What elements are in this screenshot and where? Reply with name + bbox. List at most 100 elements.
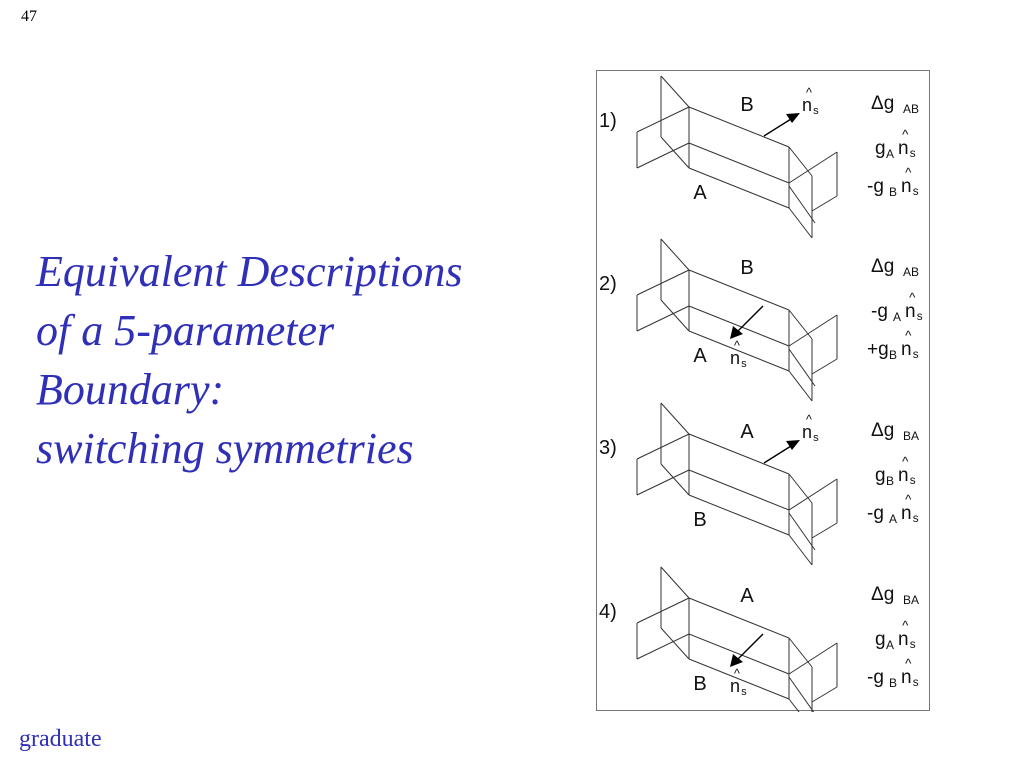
normal-label-letter: n — [730, 348, 740, 368]
boundary-edge-1 — [660, 75, 690, 108]
boundary-edge-8 — [688, 106, 790, 148]
eq2-normal-sub: s — [910, 474, 916, 487]
boundary-edge-13 — [788, 698, 800, 712]
normal-label-hat: ^ — [806, 86, 812, 100]
title-line-4: switching symmetries — [36, 424, 414, 473]
eq3-normal-sub: s — [913, 348, 919, 361]
boundary-edge-3 — [660, 627, 690, 660]
panel-number: 4) — [599, 601, 617, 623]
eq3-normal-letter: n — [901, 339, 912, 360]
normal-arrow-shaft — [736, 305, 764, 333]
normal-label-sub: s — [813, 105, 819, 117]
eq2-sub: B — [886, 474, 894, 488]
boundary-edge-17 — [811, 522, 838, 539]
eq2-sub: A — [886, 638, 894, 652]
eq3-sub: B — [889, 348, 897, 362]
footer-label: graduate — [19, 726, 102, 752]
eq3-normal-letter: n — [901, 503, 912, 524]
boundary-edge-9 — [688, 469, 790, 511]
boundary-edge-8 — [688, 269, 790, 311]
eq3-normal-sub: s — [913, 512, 919, 525]
panel-number: 1) — [599, 110, 617, 132]
eq2-normal-letter: n — [905, 301, 916, 322]
boundary-edge-9 — [688, 633, 790, 675]
eq3-prefix: +g — [867, 339, 889, 360]
boundary-edge-17 — [811, 358, 838, 375]
normal-label-sub: s — [741, 686, 747, 698]
normal-arrow-shaft — [763, 445, 792, 464]
grain-label-upper: B — [740, 257, 753, 279]
eq3-normal-hat: ^ — [905, 165, 912, 180]
eq3-normal-letter: n — [901, 667, 912, 688]
boundary-edge-7 — [636, 469, 690, 496]
eq3-normal-hat: ^ — [905, 492, 912, 507]
boundary-edge-15 — [788, 151, 838, 184]
title-line-2: of a 5-parameter — [36, 306, 335, 355]
grain-label-lower: A — [693, 345, 707, 367]
boundary-edge-10 — [688, 658, 790, 700]
normal-label-sub: s — [813, 432, 819, 444]
eq2-normal-hat: ^ — [902, 127, 909, 142]
boundary-edge-8 — [688, 597, 790, 639]
eq2-prefix: g — [875, 629, 886, 650]
boundary-edge-18 — [788, 348, 816, 387]
eq1-sub: BA — [903, 429, 919, 443]
boundary-edge-18 — [788, 512, 816, 551]
boundary-edge-12 — [788, 146, 813, 177]
eq3-normal-sub: s — [913, 676, 919, 689]
grain-label-upper: A — [740, 421, 754, 443]
boundary-edge-13 — [788, 534, 813, 566]
boundary-edge-18 — [788, 185, 816, 224]
eq1-sub: AB — [903, 102, 919, 116]
eq3-sub: A — [889, 512, 897, 526]
boundary-edge-3 — [660, 136, 690, 169]
boundary-edge-12 — [788, 309, 813, 340]
boundary-edge-5 — [636, 269, 690, 296]
boundary-edge-18 — [788, 676, 815, 712]
eq2-normal-sub: s — [910, 638, 916, 651]
normal-label-letter: n — [802, 422, 812, 442]
eq2-normal-letter: n — [898, 138, 909, 159]
eq2-normal-hat: ^ — [902, 618, 909, 633]
boundary-edge-3 — [660, 299, 690, 332]
title-line-3: Boundary: — [36, 365, 225, 414]
boundary-edge-1 — [660, 566, 690, 599]
eq2-normal-letter: n — [898, 465, 909, 486]
normal-arrow-shaft — [736, 633, 764, 661]
eq1-sub: AB — [903, 265, 919, 279]
normal-arrow-head — [730, 326, 743, 339]
normal-arrow-head — [786, 113, 800, 123]
eq2-sub: A — [893, 310, 901, 324]
boundary-edge-10 — [688, 167, 790, 209]
grain-label-upper: A — [740, 585, 754, 607]
eq2-normal-letter: n — [898, 629, 909, 650]
grain-label-upper: B — [740, 94, 753, 116]
normal-label-hat: ^ — [734, 667, 740, 681]
boundary-edge-7 — [636, 305, 690, 332]
boundary-edge-5 — [636, 597, 690, 624]
eq1-prefix: Δg — [871, 584, 894, 605]
eq2-normal-hat: ^ — [909, 290, 916, 305]
eq3-prefix: -g — [867, 667, 884, 688]
eq2-prefix: g — [875, 138, 886, 159]
boundary-edge-7 — [636, 633, 690, 660]
normal-arrow-head — [730, 654, 743, 667]
eq3-normal-sub: s — [913, 185, 919, 198]
boundary-edge-13 — [788, 370, 813, 402]
boundary-edge-5 — [636, 433, 690, 460]
boundary-edge-9 — [688, 305, 790, 347]
eq1-prefix: Δg — [871, 420, 894, 441]
eq1-prefix: Δg — [871, 93, 894, 114]
normal-label-letter: n — [730, 676, 740, 696]
panel-number: 3) — [599, 437, 617, 459]
grain-label-lower: B — [693, 509, 706, 531]
boundary-edge-15 — [788, 478, 838, 511]
boundary-edge-5 — [636, 106, 690, 133]
eq2-prefix: g — [875, 465, 886, 486]
boundary-edge-12 — [788, 473, 813, 504]
boundary-edge-3 — [660, 463, 690, 496]
